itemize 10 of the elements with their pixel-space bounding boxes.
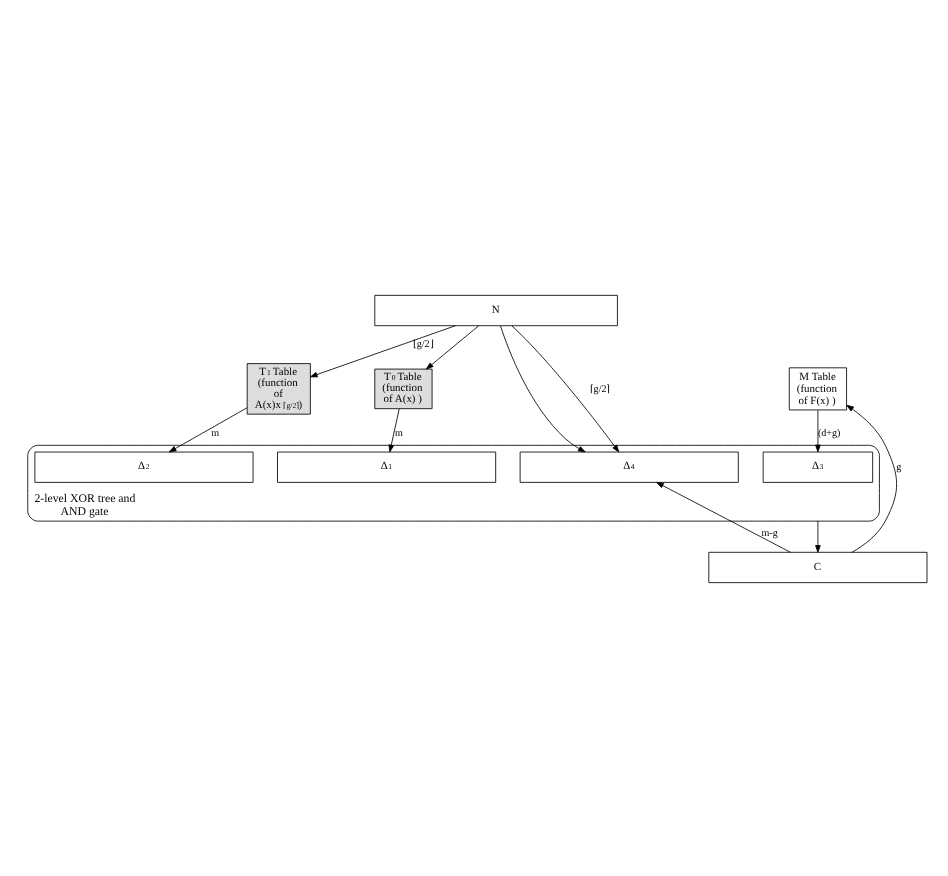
arrow — [815, 519, 821, 552]
arrow — [425, 324, 480, 369]
arrow — [309, 324, 456, 377]
arrow — [388, 407, 400, 452]
arrow — [511, 324, 620, 452]
arrow — [656, 480, 791, 552]
arrow — [815, 408, 821, 452]
arrow — [168, 406, 248, 452]
arrow — [846, 403, 898, 552]
arrow — [500, 324, 586, 452]
